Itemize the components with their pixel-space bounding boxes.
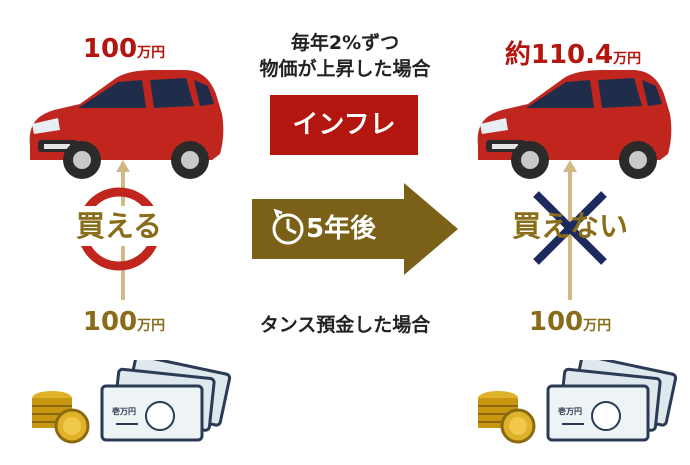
inflation-banner: インフレ — [270, 95, 418, 155]
right-top-price-unit: 万円 — [613, 51, 642, 67]
timer-icon — [272, 208, 304, 245]
inflation-text-line2: 物価が上昇した場合 — [259, 58, 431, 80]
inflation-text: 毎年2%ずつ 物価が上昇した場合 — [230, 30, 460, 82]
savings-text: タンス預金した場合 — [259, 314, 431, 336]
right-top-price-number: 約110.4 — [504, 40, 614, 70]
left-bottom-price-number: 100 — [82, 307, 138, 337]
banknotes-icon — [96, 360, 236, 450]
left-top-price-number: 100 — [82, 34, 138, 64]
right-bottom-price: 100万円 — [512, 307, 628, 337]
coins-icon — [28, 376, 92, 448]
left-top-price: 100万円 — [66, 34, 182, 64]
time-label: 5年後 — [306, 214, 377, 244]
banknote-text: 壱万円 — [558, 407, 582, 416]
right-bottom-price-number: 100 — [528, 307, 584, 337]
left-bottom-price-unit: 万円 — [137, 318, 166, 334]
right-top-price: 約110.4万円 — [488, 34, 658, 71]
left-top-price-unit: 万円 — [137, 45, 166, 61]
banknotes-icon — [542, 360, 682, 450]
right-arrow-icon — [563, 160, 577, 300]
right-status-label: 買えない — [511, 209, 628, 243]
banknote-text: 壱万円 — [112, 407, 136, 416]
coins-icon — [474, 376, 538, 448]
right-bottom-price-unit: 万円 — [583, 318, 612, 334]
inflation-text-line1: 毎年2%ずつ — [290, 32, 400, 54]
left-bottom-price: 100万円 — [66, 307, 182, 337]
left-status-label: 買える — [72, 206, 166, 246]
cross-icon — [530, 188, 610, 268]
time-arrow — [252, 183, 458, 275]
